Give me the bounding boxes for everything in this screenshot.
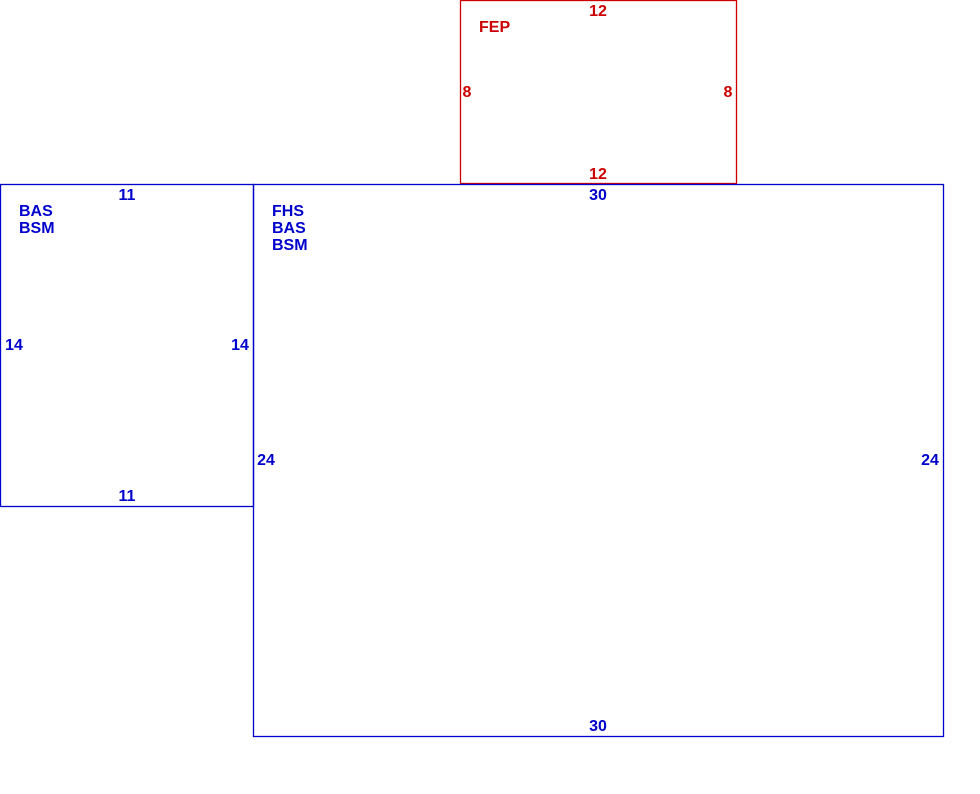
porch-dim-left: 8 xyxy=(463,84,472,101)
porch-area: FEP 12 12 8 8 xyxy=(459,0,738,185)
left-wing-dim-bottom: 11 xyxy=(119,488,136,505)
porch-dim-right: 8 xyxy=(724,84,733,101)
main-house-dim-top: 30 xyxy=(589,187,607,204)
left-wing-dim-left: 14 xyxy=(5,337,23,354)
main-house-label-bas: BAS xyxy=(272,220,306,237)
main-house-outline xyxy=(252,183,945,738)
main-house-area: FHS BAS BSM 30 30 24 24 xyxy=(252,183,945,738)
porch-dim-top: 12 xyxy=(589,3,607,20)
left-wing-area: BAS BSM 11 11 14 14 xyxy=(0,183,255,508)
main-house-label-bsm: BSM xyxy=(272,237,308,254)
left-wing-dim-top: 11 xyxy=(119,187,136,204)
main-house-dim-left: 24 xyxy=(257,452,275,469)
porch-outline xyxy=(459,0,738,185)
porch-label-fep: FEP xyxy=(479,19,510,36)
main-house-dim-right: 24 xyxy=(921,452,939,469)
main-house-label-fhs: FHS xyxy=(272,203,304,220)
left-wing-dim-right: 14 xyxy=(231,337,249,354)
porch-dim-bottom: 12 xyxy=(589,166,607,183)
main-house-dim-bottom: 30 xyxy=(589,718,607,735)
left-wing-label-bsm: BSM xyxy=(19,220,55,237)
left-wing-label-bas: BAS xyxy=(19,203,53,220)
